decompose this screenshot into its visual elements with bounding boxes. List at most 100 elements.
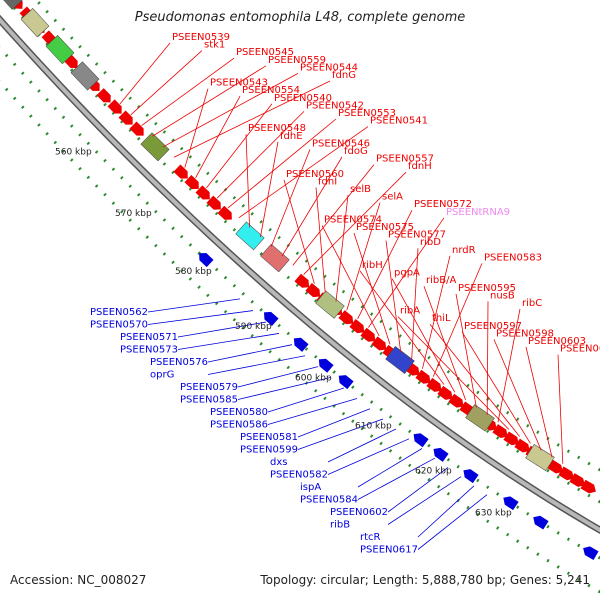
- reverse-gene-label: PSEEN0571: [120, 332, 178, 343]
- forward-gene-label: PSEEN0557: [376, 154, 434, 165]
- scale-label: 630 kbp: [475, 509, 512, 519]
- feature-block: [20, 8, 50, 38]
- feature-block-rect: [260, 243, 290, 273]
- callout-line: [141, 57, 235, 126]
- callout-line: [368, 217, 445, 328]
- reverse-gene-arrow-shape: [503, 496, 519, 511]
- forward-gene-arrow: [305, 282, 321, 298]
- feature-block-rect: [45, 35, 75, 65]
- feature-block: [0, 0, 25, 10]
- forward-gene-arrow-shape: [503, 431, 519, 446]
- map-title: Pseudomonas entomophila L48, complete ge…: [134, 10, 466, 25]
- forward-gene-arrow: [415, 369, 431, 384]
- scale-label: 590 kbp: [235, 322, 272, 332]
- feature-block-rect: [70, 61, 100, 91]
- forward-gene-label: PSEEN0575: [356, 222, 414, 233]
- reverse-gene-arrow-shape: [318, 358, 334, 373]
- callout-line: [147, 310, 254, 325]
- reverse-gene-label: ispA: [300, 482, 321, 493]
- scale-label: 560 kbp: [55, 148, 92, 158]
- forward-gene-arrow: [338, 310, 354, 325]
- forward-gene-label: PSEEN0546: [312, 138, 370, 149]
- callout-line: [455, 293, 477, 408]
- forward-gene-label: ribC: [522, 298, 542, 309]
- forward-gene-label: ribD: [420, 237, 441, 248]
- forward-gene-arrow: [547, 459, 563, 474]
- forward-gene-arrow: [349, 319, 365, 334]
- callout-line: [237, 366, 319, 388]
- forward-gene-arrow-shape: [184, 174, 199, 190]
- forward-gene-arrow-shape: [360, 327, 376, 342]
- reverse-gene-label: rtcR: [360, 532, 381, 543]
- forward-gene-arrow-shape: [547, 459, 563, 474]
- callout-line: [206, 103, 273, 189]
- forward-gene-arrow: [426, 377, 442, 392]
- forward-gene-label: stk1: [204, 40, 225, 51]
- forward-gene-arrow-shape: [118, 110, 133, 125]
- callout-line: [152, 65, 267, 137]
- feature-block-rect: [20, 8, 50, 38]
- callout-line: [387, 476, 462, 525]
- callout-line: [281, 156, 343, 257]
- feature-block: [235, 221, 265, 251]
- feature-block: [45, 35, 75, 65]
- callout-line: [327, 428, 397, 463]
- forward-gene-label: PSEEN0595: [458, 283, 516, 294]
- forward-gene-label: fdnG: [332, 70, 356, 81]
- feature-block-rect: [465, 404, 495, 432]
- forward-gene-arrow-shape: [514, 438, 530, 453]
- reverse-gene-arrow: [503, 496, 519, 511]
- feature-block: [385, 346, 415, 374]
- forward-gene-label: fdnH: [408, 161, 432, 172]
- callout-line: [177, 321, 267, 338]
- reverse-gene-arrow: [318, 358, 334, 373]
- callout-line: [397, 316, 510, 430]
- forward-gene-label: pgpA: [394, 268, 420, 279]
- callout-line: [238, 126, 369, 219]
- forward-gene-label: PSEEN0545: [236, 47, 294, 58]
- forward-gene-label: fdnI: [318, 176, 337, 187]
- feature-block-rect: [235, 221, 265, 251]
- forward-gene-arrow: [360, 327, 376, 342]
- reverse-gene-arrow: [533, 515, 549, 530]
- callout-line: [411, 248, 419, 361]
- reverse-gene-label: PSEEN0617: [360, 545, 418, 556]
- reverse-gene-label: PSEEN0585: [180, 395, 238, 406]
- forward-gene-arrow-shape: [294, 273, 310, 288]
- scale-label: 600 kbp: [295, 373, 332, 383]
- scale-label: 610 kbp: [355, 422, 392, 432]
- forward-gene-label: PSEEN0560: [286, 169, 344, 180]
- reverse-gene-arrow: [263, 311, 279, 326]
- forward-gene-arrow: [184, 174, 199, 190]
- reverse-gene-label: ribB: [330, 520, 350, 531]
- forward-gene-arrow-shape: [173, 164, 188, 179]
- forward-gene-arrow: [173, 164, 188, 179]
- forward-gene-arrow: [217, 205, 232, 220]
- feature-block-rect: [385, 346, 415, 374]
- reverse-gene-arrow-shape: [338, 375, 354, 390]
- forward-gene-arrow: [371, 336, 387, 351]
- forward-gene-arrow: [503, 431, 519, 446]
- reverse-gene-label: PSEEN0584: [300, 495, 358, 506]
- callout-line: [335, 194, 349, 302]
- callout-line: [267, 387, 345, 413]
- forward-gene-arrow-shape: [107, 99, 122, 114]
- reverse-gene-arrow-shape: [463, 469, 479, 484]
- reverse-gene-label: PSEEN0576: [150, 357, 208, 368]
- callout-line: [346, 202, 381, 311]
- forward-gene-arrow: [96, 88, 111, 103]
- callout-line: [177, 333, 280, 350]
- reverse-gene-arrow: [463, 469, 479, 484]
- forward-gene-arrow-shape: [558, 466, 574, 481]
- forward-gene-label: PSEEN0574: [324, 214, 382, 225]
- reverse-gene-arrow: [338, 375, 354, 390]
- reverse-gene-arrow: [199, 252, 214, 268]
- forward-gene-label: PSEENtRNA9: [446, 207, 510, 218]
- gene-callouts: PSEEN0539stk1PSEEN0545PSEEN0559PSEEN0544…: [90, 32, 600, 556]
- callout-line: [417, 494, 488, 550]
- forward-gene-label: PSEEN0583: [484, 252, 542, 263]
- callout-line: [119, 42, 171, 105]
- callout-line: [387, 467, 449, 513]
- forward-gene-arrow: [492, 424, 508, 438]
- forward-gene-label: PSEEN0548: [248, 123, 306, 134]
